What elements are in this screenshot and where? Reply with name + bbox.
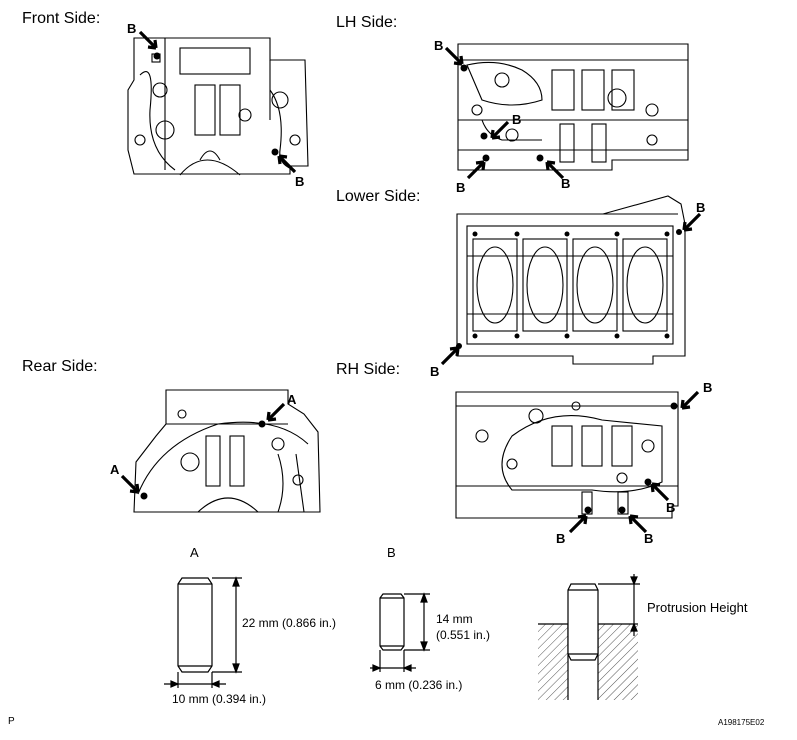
rear-side-drawing [133, 389, 321, 513]
pin-a-height: 22 mm (0.866 in.) [242, 616, 337, 630]
pin-a-drawing [164, 576, 242, 688]
figure-code: A198175E02 [718, 718, 765, 727]
arrow-icon [568, 514, 588, 534]
callout-b: B [295, 174, 305, 189]
callout-b: B [666, 500, 676, 515]
arrow-icon [682, 212, 702, 232]
lower-side-title: Lower Side: [336, 188, 421, 205]
front-side-title: Front Side: [22, 10, 101, 27]
arrow-icon [440, 346, 460, 366]
pin-b-height-line2: (0.551 in.) [436, 628, 491, 642]
pin-a-diameter: 10 mm (0.394 in.) [172, 692, 267, 706]
pin-b-diameter: 6 mm (0.236 in.) [375, 678, 463, 692]
lh-side-drawing [457, 43, 689, 171]
pin-a-label: A [190, 545, 199, 560]
rh-side-drawing [455, 391, 679, 519]
callout-b: B [644, 531, 654, 546]
arrow-icon [266, 402, 286, 422]
arrow-icon [628, 514, 648, 534]
callout-b: B [434, 38, 444, 53]
callout-a: A [110, 462, 120, 477]
arrow-icon [490, 120, 510, 140]
callout-a: A [287, 392, 297, 407]
pin-b-height-line1: 14 mm [436, 612, 473, 626]
arrow-icon [277, 154, 297, 174]
callout-b: B [456, 180, 466, 195]
protrusion-height-label: Protrusion Height [647, 600, 748, 615]
callout-b: B [696, 200, 706, 215]
pin-b-label: B [387, 545, 396, 560]
protrusion-drawing [538, 574, 640, 700]
arrow-icon [680, 390, 700, 410]
pin-b-drawing [370, 592, 430, 672]
corner-code: P [8, 716, 15, 727]
callout-b: B [127, 21, 137, 36]
arrow-icon [444, 46, 464, 66]
lh-side-title: LH Side: [336, 14, 398, 31]
arrow-icon [138, 30, 158, 50]
rear-side-title: Rear Side: [22, 358, 98, 375]
arrow-icon [545, 160, 565, 180]
callout-b: B [561, 176, 571, 191]
arrow-icon [650, 482, 670, 502]
callout-b: B [556, 531, 566, 546]
arrow-icon [466, 160, 486, 180]
callout-b: B [512, 112, 522, 127]
front-side-drawing [127, 37, 309, 176]
callout-b: B [430, 364, 440, 379]
callout-b: B [703, 380, 713, 395]
arrow-icon [120, 474, 140, 494]
lower-side-drawing [456, 195, 686, 365]
rh-side-title: RH Side: [336, 361, 401, 378]
